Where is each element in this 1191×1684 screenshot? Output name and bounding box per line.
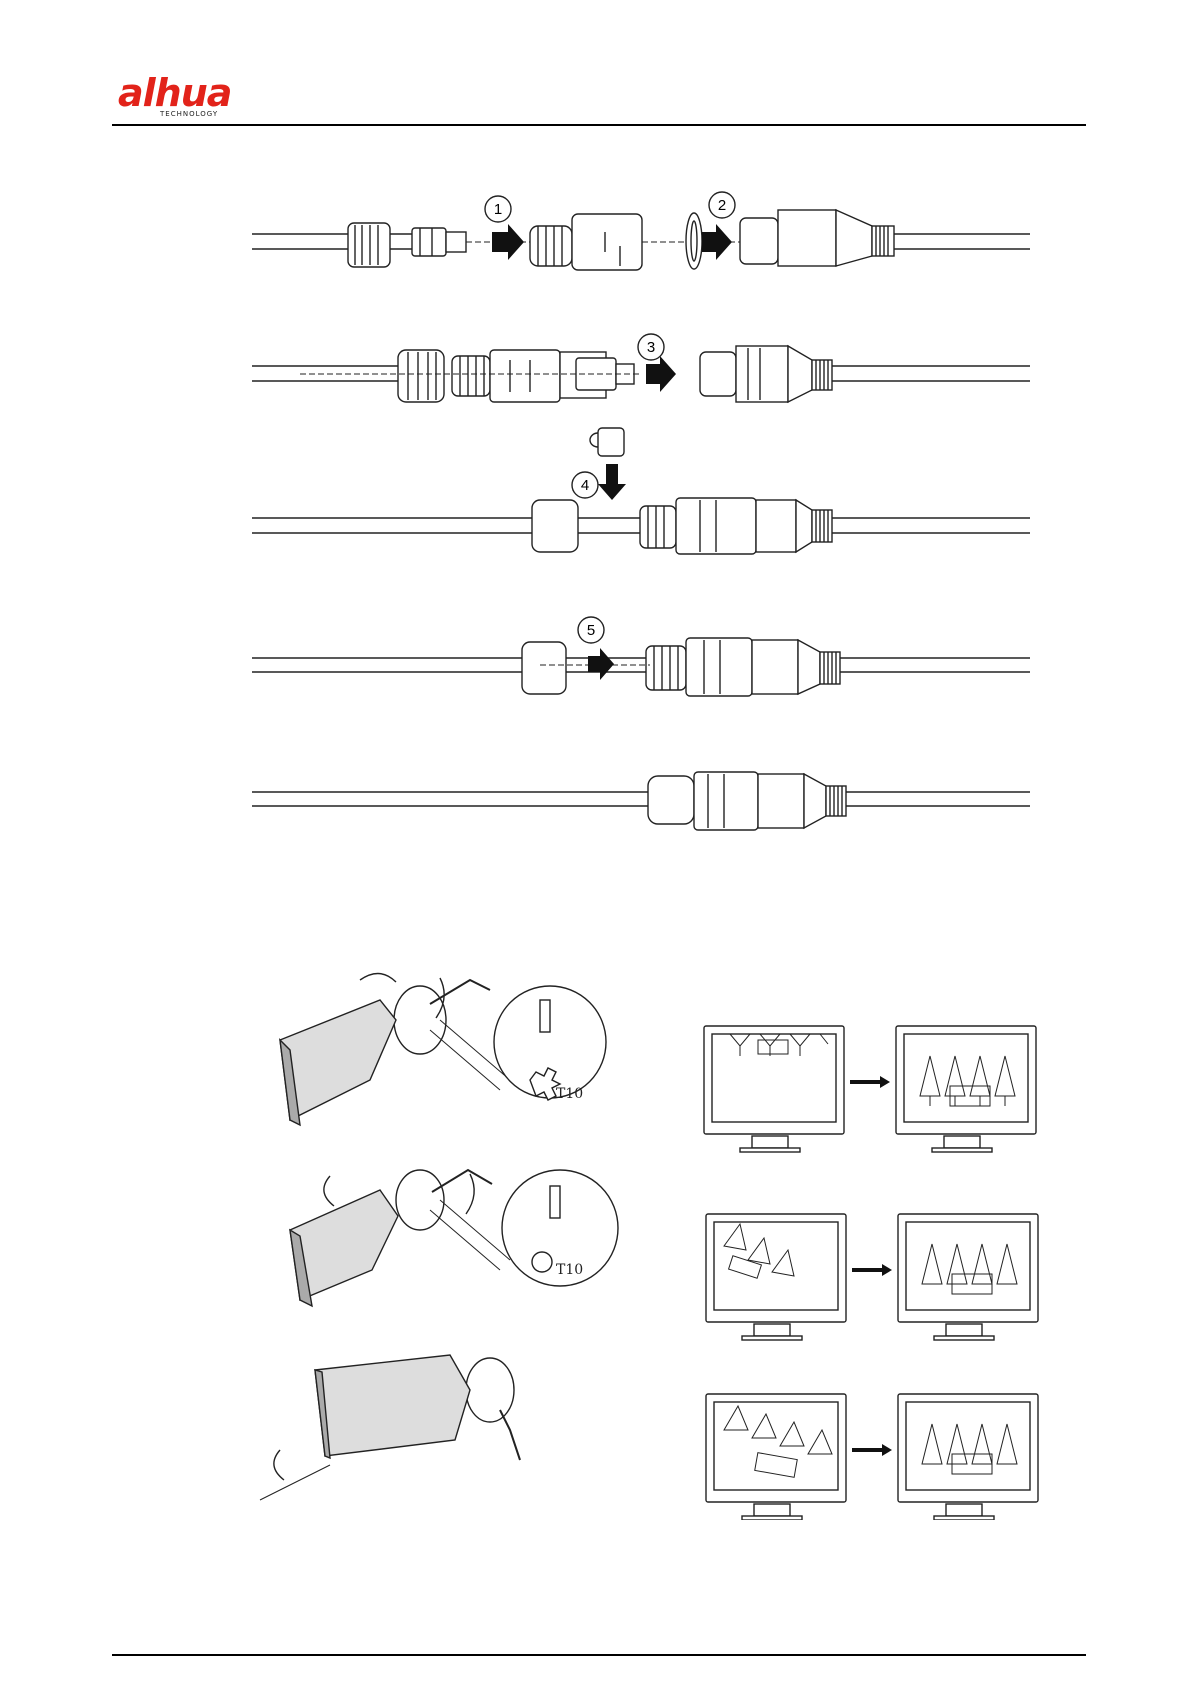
- assembly-row-4: [252, 638, 1030, 696]
- mount-base: [394, 986, 446, 1054]
- arrow-right-icon: [588, 648, 614, 680]
- assembly-row-1: [252, 210, 1030, 270]
- camera-adjustment-figure: T10 T10: [0, 960, 1191, 1520]
- assembly-row-3: [252, 428, 1030, 554]
- step-1-label: 1: [494, 201, 502, 218]
- camera-tilt-illustration: [290, 1170, 618, 1306]
- arrow-right-icon: [702, 224, 732, 260]
- step-2-label: 2: [718, 197, 726, 214]
- torx-label-2: T10: [556, 1262, 583, 1278]
- arrow-right-icon: [646, 356, 676, 392]
- step-3-label: 3: [647, 339, 655, 356]
- arrow-right-icon: [852, 1264, 892, 1276]
- rotate-arrow-icon: [324, 1176, 334, 1206]
- main-housing: [572, 214, 642, 270]
- camera-rotate-illustration: [260, 1355, 520, 1500]
- step-4-label: 4: [581, 477, 589, 494]
- arrow-right-icon: [850, 1076, 890, 1088]
- rj45-plug: [412, 228, 446, 256]
- assembly-row-5: [252, 772, 1030, 830]
- receptacle-body: [740, 218, 778, 264]
- monitor-pair-1: [704, 1026, 1036, 1152]
- footer-rule: [112, 1654, 1086, 1656]
- mount-base: [466, 1358, 514, 1422]
- monitor-pair-2: [706, 1214, 1038, 1340]
- threaded-sleeve-a: [530, 226, 572, 266]
- mount-base: [396, 1170, 444, 1230]
- camera-pan-illustration: [280, 973, 606, 1125]
- camera-body: [315, 1355, 470, 1456]
- sealing-nut: [522, 642, 566, 694]
- torx-label-1: T10: [556, 1086, 583, 1102]
- waterproof-connector-figure: 1 2 3 4 5: [0, 0, 1191, 900]
- sealing-nut: [398, 350, 444, 402]
- arrow-right-icon: [852, 1444, 892, 1456]
- rotate-arrow-icon: [466, 1174, 474, 1214]
- rotate-arrow-icon: [274, 1450, 284, 1480]
- rotate-arrow-icon: [360, 973, 396, 982]
- hex-key: [500, 1410, 520, 1460]
- monitor-pair-3: [706, 1394, 1038, 1520]
- receptacle-body: [700, 352, 736, 396]
- arrow-down-icon: [598, 464, 626, 500]
- step-5-label: 5: [587, 622, 595, 639]
- arrow-right-icon: [492, 224, 524, 260]
- sealing-nut: [532, 500, 578, 552]
